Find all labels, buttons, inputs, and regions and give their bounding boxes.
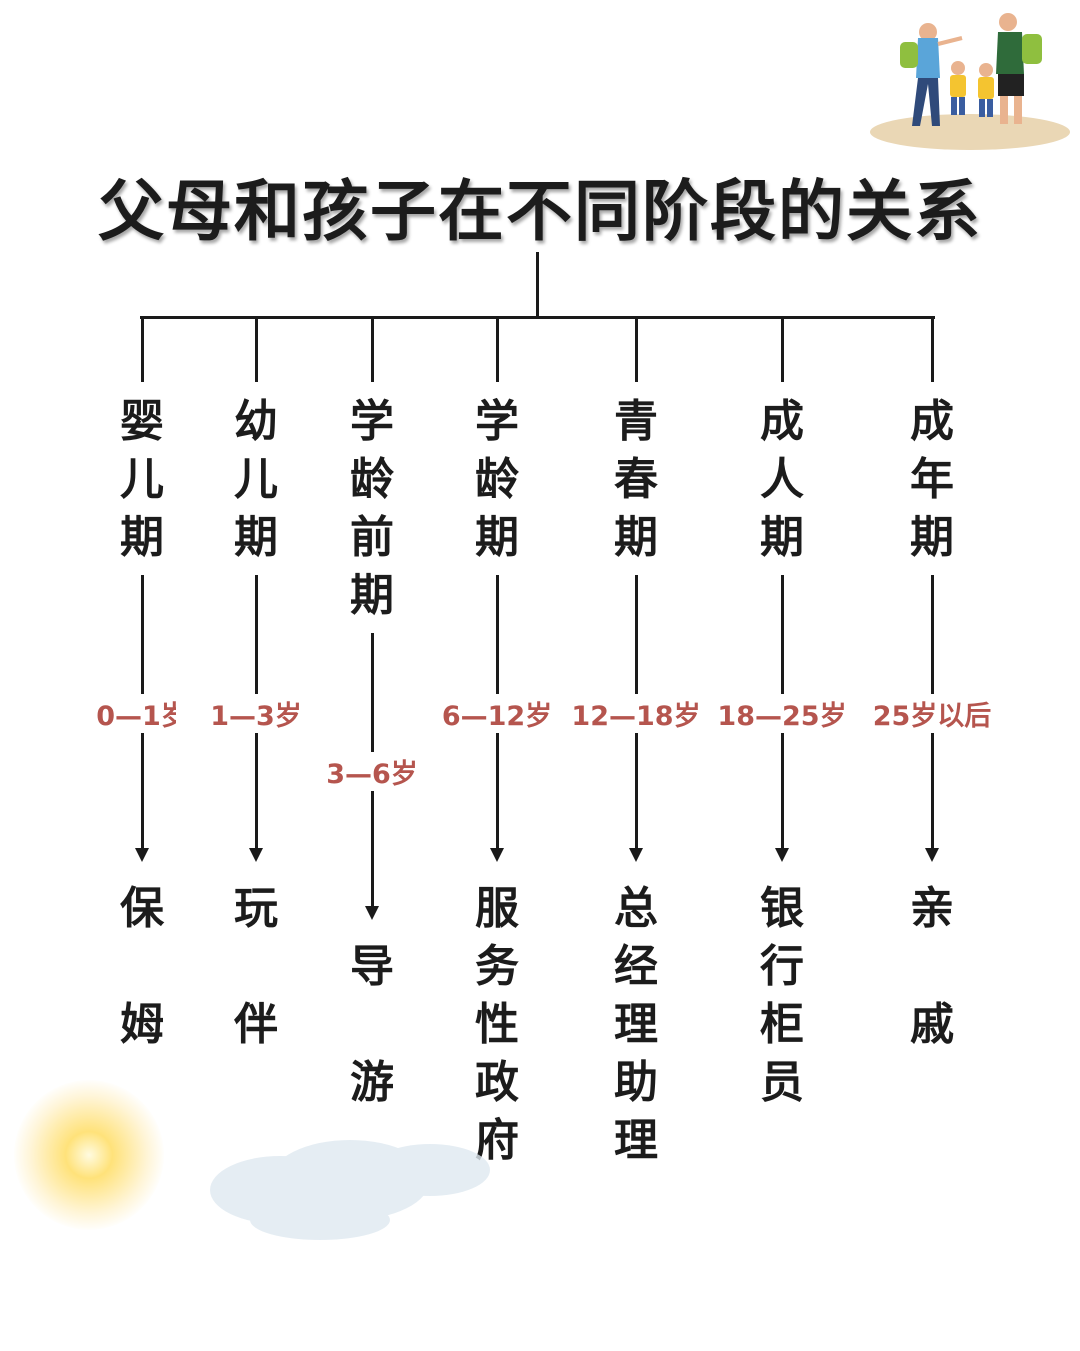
stage-label-char: 学 xyxy=(350,396,394,447)
stage-drop-line xyxy=(931,316,934,382)
stage-label-char: 前 xyxy=(350,512,394,563)
tree-trunk-line xyxy=(536,252,539,318)
age-range-label: 18—25岁 xyxy=(702,694,862,733)
age-range-label: 1—3岁 xyxy=(176,694,336,733)
role-label-char: 政 xyxy=(475,1057,519,1108)
stage-label-char: 期 xyxy=(614,512,658,563)
stage-drop-line xyxy=(781,316,784,382)
cloud-icon xyxy=(210,1140,490,1240)
age-range-label: 6—12岁 xyxy=(417,694,577,733)
role-label-char: 理 xyxy=(614,1115,658,1166)
role-label-char: 经 xyxy=(614,941,658,992)
role-label-char: 亲 xyxy=(910,883,954,934)
diagram-title: 父母和孩子在不同阶段的关系 xyxy=(98,173,982,250)
stage-drop-line xyxy=(635,316,638,382)
stage-label-char: 春 xyxy=(614,454,658,505)
role-label-char: 总 xyxy=(614,883,658,934)
stage-drop-line xyxy=(496,316,499,382)
stage-label: 婴儿期 xyxy=(102,393,182,567)
stage-label-char: 学 xyxy=(475,396,519,447)
stage-label-char: 成 xyxy=(760,396,804,447)
stage-label-char: 幼 xyxy=(234,396,278,447)
family-walking-illustration xyxy=(870,13,1070,150)
stage-label-char: 婴 xyxy=(120,396,164,447)
role-label-char: 务 xyxy=(475,941,519,992)
role-label-char: 姆 xyxy=(120,999,164,1050)
arrow-head-icon xyxy=(629,848,643,862)
role-label-char: 玩 xyxy=(234,883,278,934)
role-label-char: 行 xyxy=(760,941,804,992)
stage-label-char: 期 xyxy=(120,512,164,563)
stage-label: 学龄前期 xyxy=(332,393,412,625)
stage-drop-line xyxy=(371,316,374,382)
stage-label-char: 期 xyxy=(910,512,954,563)
stage-label-char: 期 xyxy=(760,512,804,563)
stage-label: 成年期 xyxy=(892,393,972,567)
age-range-label: 3—6岁 xyxy=(292,752,452,791)
role-label-char: 理 xyxy=(614,999,658,1050)
role-label-char: 员 xyxy=(760,1057,804,1108)
stage-label-char: 期 xyxy=(475,512,519,563)
arrow-head-icon xyxy=(925,848,939,862)
stage-drop-line xyxy=(141,316,144,382)
stage-label-char: 儿 xyxy=(234,454,278,505)
stage-label: 青春期 xyxy=(596,393,676,567)
stage-label: 成人期 xyxy=(742,393,822,567)
age-range-label: 25岁以后 xyxy=(852,694,1012,733)
role-label-char: 保 xyxy=(120,883,164,934)
role-label-char: 性 xyxy=(475,999,519,1050)
stage-label-char: 人 xyxy=(760,454,804,505)
role-label-char: 导 xyxy=(350,941,394,992)
arrow-head-icon xyxy=(775,848,789,862)
sun-icon xyxy=(14,1080,164,1230)
role-label-char: 戚 xyxy=(910,999,954,1050)
role-label-char: 银 xyxy=(760,883,804,934)
role-label-char: 服 xyxy=(475,883,519,934)
tree-branch-line xyxy=(140,316,935,319)
stage-label: 学龄期 xyxy=(457,393,537,567)
role-label-char: 伴 xyxy=(234,999,278,1050)
stage-label-char: 成 xyxy=(910,396,954,447)
role-label-char: 柜 xyxy=(760,999,804,1050)
arrow-head-icon xyxy=(249,848,263,862)
role-label-char: 游 xyxy=(350,1057,394,1108)
arrow-head-icon xyxy=(490,848,504,862)
stage-label: 幼儿期 xyxy=(216,393,296,567)
arrow-head-icon xyxy=(135,848,149,862)
stage-label-char: 期 xyxy=(350,570,394,621)
stage-label-char: 儿 xyxy=(120,454,164,505)
arrow-head-icon xyxy=(365,906,379,920)
stage-drop-line xyxy=(255,316,258,382)
age-range-label: 12—18岁 xyxy=(556,694,716,733)
stage-label-char: 龄 xyxy=(475,454,519,505)
stage-label-char: 龄 xyxy=(350,454,394,505)
role-label-char: 助 xyxy=(614,1057,658,1108)
stage-label-char: 期 xyxy=(234,512,278,563)
stage-label-char: 青 xyxy=(614,396,658,447)
stage-label-char: 年 xyxy=(910,454,954,505)
